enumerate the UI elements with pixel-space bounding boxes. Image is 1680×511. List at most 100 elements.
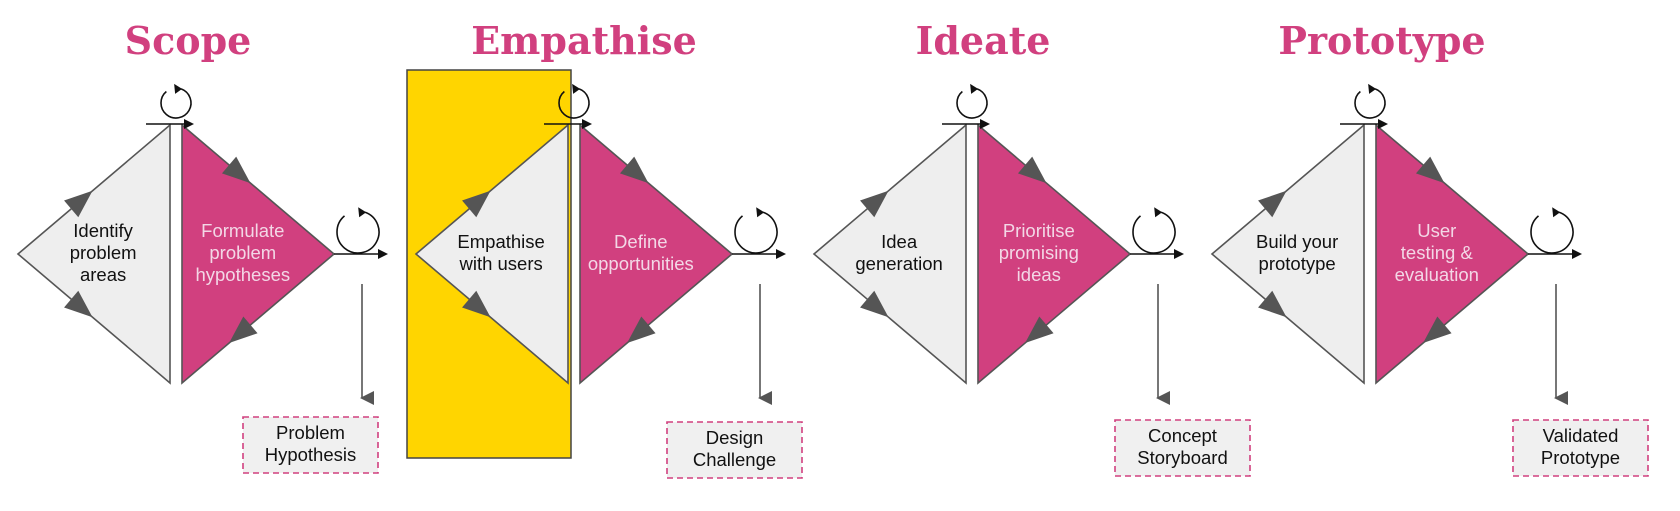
edge-arrow-icon-shape [860,290,889,318]
top-cycle-icon-arc [558,88,590,119]
iteration-loop-icon-arc [1132,211,1176,254]
diverge-triangle [16,123,171,385]
top-cycle-icon [558,83,590,119]
edge-arrow-icon [1017,156,1047,184]
edge-arrow-icon-shape [64,190,93,218]
edge-arrow-icon-shape [1423,316,1452,344]
converge-label-line: problem [209,242,276,263]
converge-label-line: hypotheses [195,264,290,285]
converge-label-line: Formulate [201,220,284,241]
edge-arrow-icon-shape [462,290,491,318]
diverge-triangle [1210,123,1365,385]
converge-label-line: promising [999,242,1079,263]
converge-label-line: testing & [1401,242,1474,263]
iteration-loop-icon-tip [358,207,367,218]
top-cycle-icon-arc [956,88,988,119]
edge-arrow-icon-shape [860,190,889,218]
converge-triangle [977,123,1132,385]
output-label-line: Challenge [693,449,776,470]
converge-label-line: evaluation [1395,264,1479,285]
edge-arrow-icon-shape [1025,316,1054,344]
output-label-line: Validated [1543,425,1619,446]
output-label-line: Problem [276,422,345,443]
top-cycle-icon-arc [1354,88,1386,119]
edge-arrow-icon [462,190,491,218]
edge-arrow-icon-shape [1258,190,1287,218]
converge-label-line: opportunities [588,253,694,274]
diverge-label-line: Build your [1256,231,1338,252]
iteration-loop-icon-tip [1154,207,1163,218]
converge-label-line: ideas [1017,264,1061,285]
iteration-loop-icon [1530,207,1574,254]
diverge-triangle [812,123,967,385]
edge-arrow-icon-shape [229,316,258,344]
diverge-label-line: prototype [1259,253,1336,274]
edge-arrow-icon [619,156,649,184]
converge-label-line: User [1417,220,1456,241]
edge-arrow-icon-shape [627,316,656,344]
output-box [242,416,379,474]
edge-arrow-icon [462,290,491,318]
top-cycle-icon [1354,83,1386,119]
edge-arrow-icon-shape [1258,290,1287,318]
edge-arrow-icon [64,190,93,218]
output-label-line: Concept [1148,425,1217,446]
diverge-label-line: Identify [73,220,133,241]
top-cycle-icon-arc [160,88,192,119]
top-cycle-icon-tip [970,83,979,94]
edge-arrow-icon-shape [462,190,491,218]
edge-arrow-icon [64,290,93,318]
top-cycle-icon-tip [1368,83,1377,94]
iteration-loop-icon-arc [734,211,778,254]
iteration-loop-icon [336,207,380,254]
edge-arrow-icon-shape [221,156,251,184]
converge-triangle [181,123,336,385]
iteration-loop-icon [1132,207,1176,254]
edge-arrow-icon-shape [619,156,649,184]
edge-arrow-icon [221,156,251,184]
output-label-line: Hypothesis [265,444,357,465]
diverge-label-line: areas [80,264,126,285]
phase-title-scope: Scope [125,18,252,63]
output-label-line: Prototype [1541,447,1620,468]
edge-arrow-icon [1423,316,1452,344]
edge-arrow-icon [1258,190,1287,218]
phase-title-prototype: Prototype [1278,18,1485,63]
top-cycle-icon [956,83,988,119]
output-box [666,421,803,479]
diverge-label-line: with users [458,253,542,274]
phase-title-ideate: Ideate [916,18,1051,63]
edge-arrow-icon [860,290,889,318]
iteration-loop-icon [734,207,778,254]
diverge-label-line: Idea [881,231,918,252]
converge-label-line: Define [614,231,667,252]
top-cycle-icon-tip [174,83,183,94]
top-cycle-icon-tip [572,83,581,94]
output-label-line: Design [706,427,764,448]
edge-arrow-icon-shape [64,290,93,318]
iteration-loop-icon-arc [1530,211,1574,254]
edge-arrow-icon [860,190,889,218]
edge-arrow-icon [1415,156,1445,184]
phase-title-empathise: Empathise [471,18,697,63]
diverge-label-line: problem [70,242,137,263]
output-label-line: Storyboard [1137,447,1228,468]
edge-arrow-icon [1025,316,1054,344]
converge-triangle [1375,123,1530,385]
edge-arrow-icon [627,316,656,344]
iteration-loop-icon-tip [1552,207,1561,218]
top-cycle-icon [160,83,192,119]
diverge-label-line: Empathise [457,231,544,252]
iteration-loop-icon-tip [756,207,765,218]
output-box [1114,419,1251,477]
edge-arrow-icon [229,316,258,344]
iteration-loop-icon-arc [336,211,380,254]
converge-triangle [579,123,734,385]
converge-label-line: Prioritise [1003,220,1075,241]
edge-arrow-icon-shape [1017,156,1047,184]
edge-arrow-icon-shape [1415,156,1445,184]
edge-arrow-icon [1258,290,1287,318]
diverge-label-line: generation [855,253,942,274]
output-box [1512,419,1649,477]
